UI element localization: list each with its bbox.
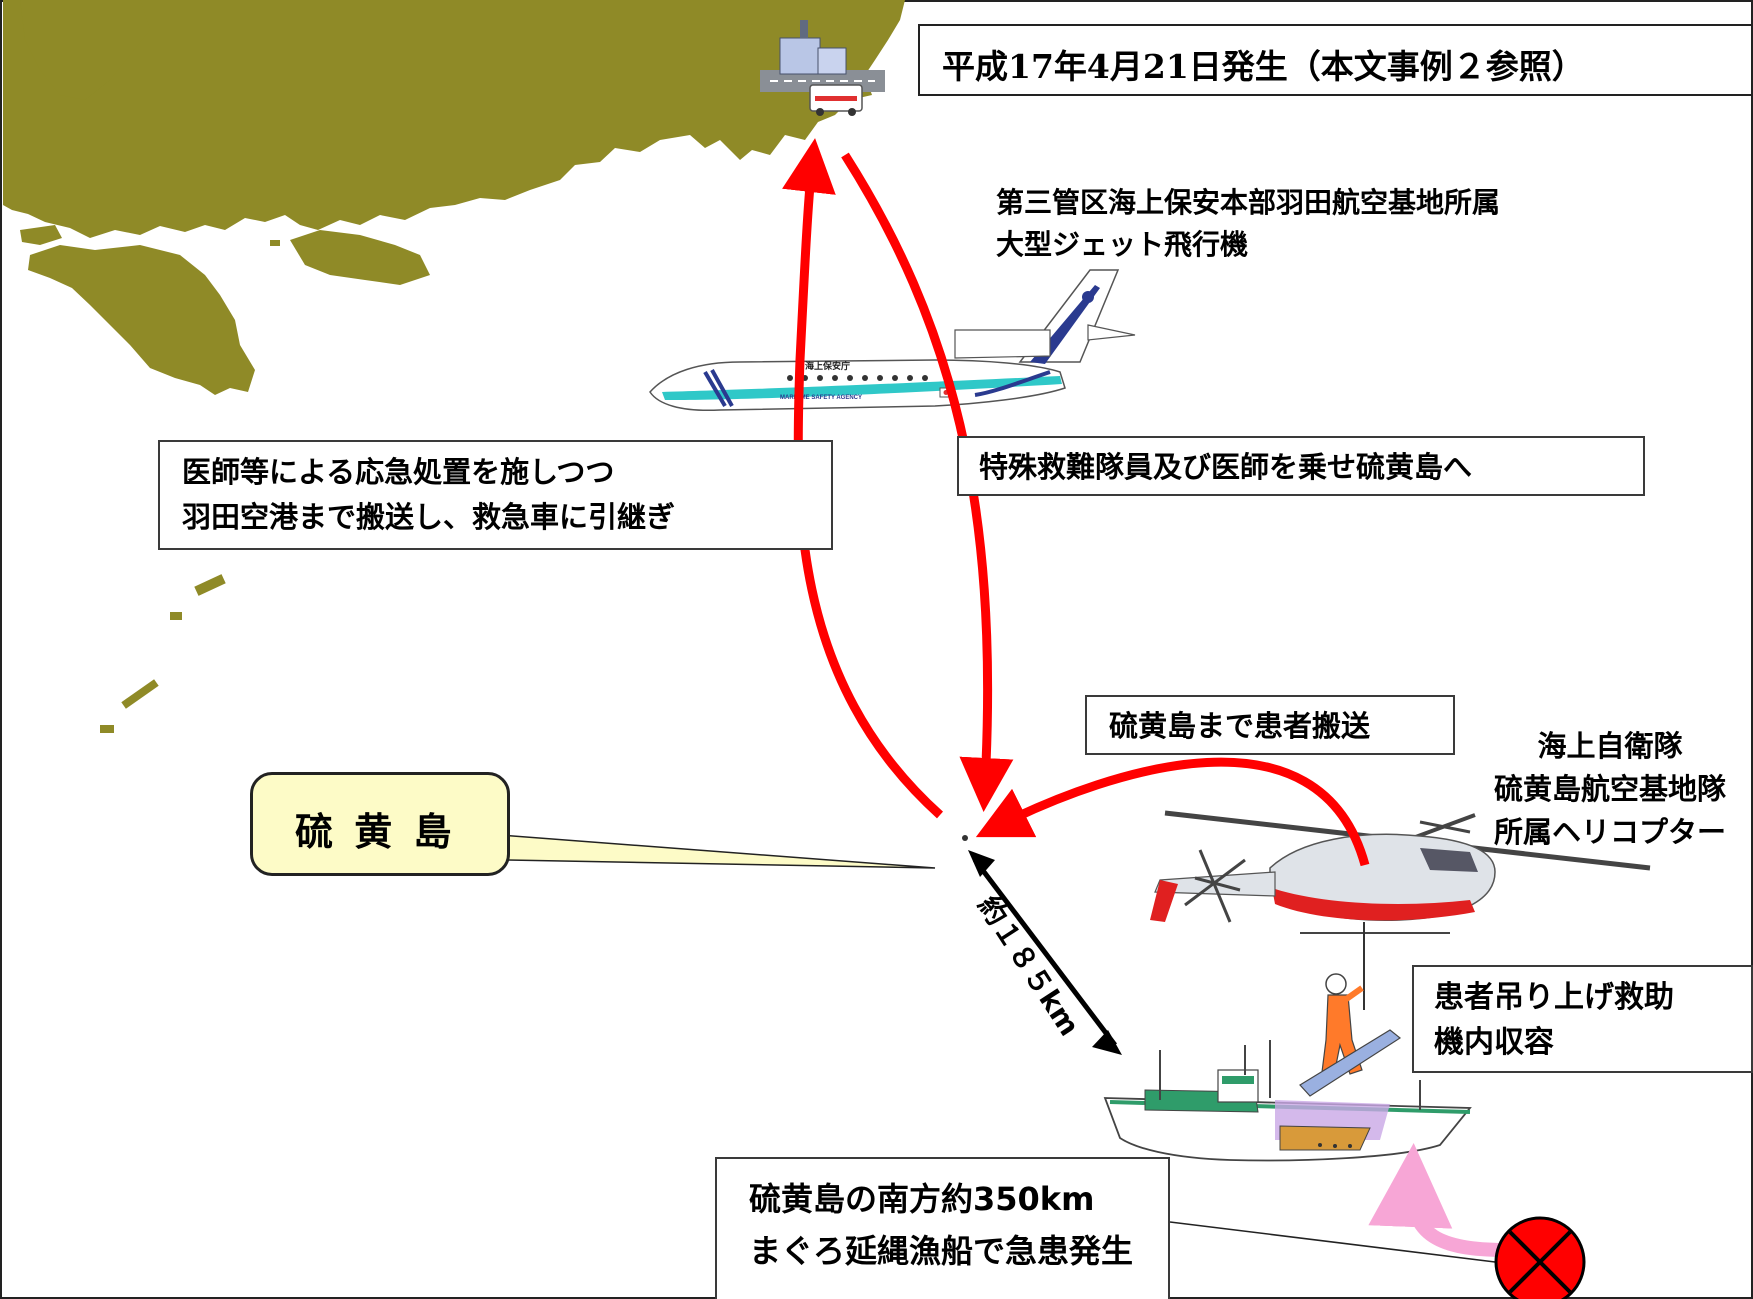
heli-route-box: 硫黄島まで患者搬送 <box>1085 695 1455 755</box>
islet <box>194 574 226 596</box>
islet <box>121 679 159 709</box>
outbound-route-box: 特殊救難隊員及び医師を乗せ硫黄島へ <box>957 436 1645 496</box>
islet <box>270 240 280 246</box>
incident-line1: 硫黄島の南方約350km <box>749 1180 1095 1218</box>
outbound-route-arrow <box>841 152 1014 812</box>
kyushu-landmass <box>28 245 255 395</box>
helicopter-route-arrow <box>975 757 1370 867</box>
island-callout-text: 硫 黄 島 <box>295 810 456 854</box>
japan-map <box>3 0 905 733</box>
helicopter <box>1150 810 1651 1010</box>
wheelhouse <box>1217 1069 1259 1103</box>
jet-agency-marking: 海上保安庁 <box>805 360 850 371</box>
jet-stripe <box>662 376 1062 400</box>
return-route-line1: 医師等による応急処置を施しつつ <box>182 455 615 489</box>
shikoku-landmass <box>290 230 430 285</box>
jet-engine <box>954 329 1051 359</box>
emblem-icon <box>1082 291 1094 303</box>
honshu-landmass <box>3 0 905 238</box>
hoist-line2: 機内収容 <box>1434 1025 1554 1060</box>
aircraft-label-line2: 大型ジェット飛行機 <box>996 228 1249 261</box>
iwo-jima-dot <box>962 835 968 841</box>
return-route-box: 医師等による応急処置を施しつつ 羽田空港まで搬送し、救急車に引継ぎ <box>158 440 833 550</box>
helicopter-label-line1: 海上自衛隊 <box>1537 729 1683 763</box>
incident-box: 硫黄島の南方約350km まぐろ延縄漁船で急患発生 <box>715 1157 1170 1299</box>
hoist-box: 患者吊り上げ救助 機内収容 <box>1412 965 1753 1073</box>
island-callout: 硫 黄 島 <box>250 772 510 876</box>
heli-route-text: 硫黄島まで患者搬送 <box>1109 709 1371 743</box>
building <box>779 37 821 75</box>
islet <box>100 725 114 733</box>
island-callout-pointer <box>499 834 936 869</box>
tail-rotor <box>1184 849 1246 923</box>
islet <box>170 283 180 290</box>
distance-arrow <box>973 858 1117 1047</box>
outbound-route-text: 特殊救難隊員及び医師を乗せ硫黄島へ <box>979 450 1473 484</box>
incident-date-text: 平成17年4月21日発生（本文事例２参照） <box>942 47 1585 86</box>
kyushu-west-islet <box>20 225 62 245</box>
incident-marker <box>1494 1216 1586 1299</box>
incident-leader-line <box>1169 1221 1496 1263</box>
helicopter-label-line3: 所属ヘリコプター <box>1493 815 1726 849</box>
rescuer-hoist <box>1299 973 1402 1097</box>
return-route-arrow <box>782 138 944 819</box>
jet-agency-marking-en: MARITIME SAFETY AGENCY <box>780 395 862 401</box>
stretcher <box>1299 1029 1402 1097</box>
islet <box>170 612 182 620</box>
jet-aircraft: 海上保安庁 MARITIME SAFETY AGENCY <box>649 269 1136 412</box>
incident-to-vessel-arrow <box>1368 1143 1506 1257</box>
hoist-line1: 患者吊り上げ救助 <box>1434 980 1674 1015</box>
hokkaido-landmass <box>20 0 150 100</box>
aircraft-label: 第三管区海上保安本部羽田航空基地所属 大型ジェット飛行機 <box>996 182 1500 266</box>
haneda-base-icon <box>760 20 885 116</box>
incident-line2: まぐろ延縄漁船で急患発生 <box>749 1232 1134 1270</box>
helicopter-label-line2: 硫黄島航空基地隊 <box>1493 772 1726 806</box>
incident-date-box: 平成17年4月21日発生（本文事例２参照） <box>918 24 1753 96</box>
aircraft-label-line1: 第三管区海上保安本部羽田航空基地所属 <box>996 186 1501 219</box>
helicopter-label: 海上自衛隊 硫黄島航空基地隊 所属ヘリコプター <box>1455 725 1753 854</box>
return-route-line2: 羽田空港まで搬送し、救急車に引継ぎ <box>182 500 676 534</box>
